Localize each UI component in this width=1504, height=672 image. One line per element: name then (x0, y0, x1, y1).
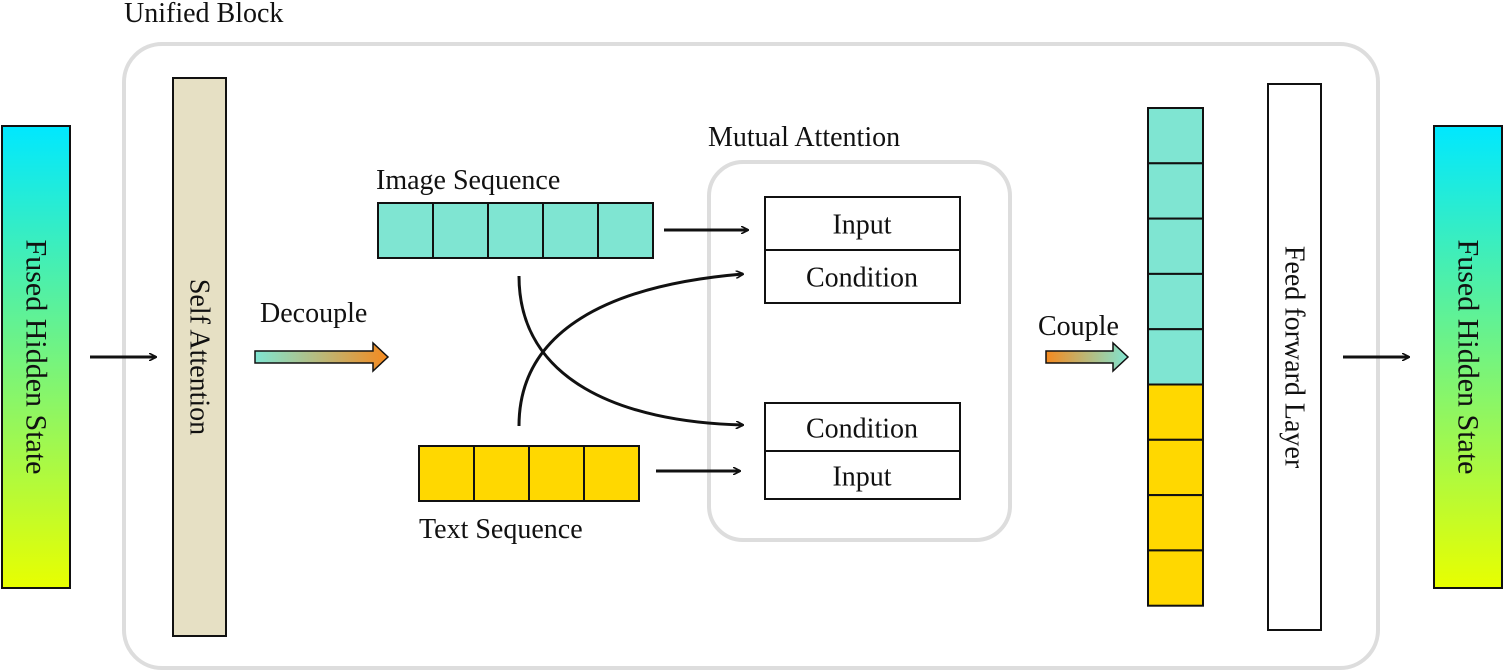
feed-forward-label: Feed forward Layer (1279, 246, 1310, 469)
top-condition-box (764, 249, 961, 304)
coupled-image-token (1147, 107, 1204, 165)
mutual-attention-frame (707, 160, 1012, 542)
coupled-image-token (1147, 328, 1204, 386)
input-fused-hidden-state (1, 125, 71, 589)
coupled-text-token (1147, 549, 1204, 607)
output-fused-hidden-state-label: Fused Hidden State (1452, 240, 1485, 475)
coupled-image-token (1147, 162, 1204, 220)
couple-arrow (1045, 341, 1130, 373)
self-attention-label: Self Attention (184, 279, 215, 435)
image-token (597, 202, 654, 259)
image-token (487, 202, 544, 259)
top-condition-label: Condition (806, 263, 918, 294)
image-sequence (377, 202, 654, 259)
image-sequence-label: Image Sequence (376, 165, 560, 196)
feed-forward-layer (1267, 83, 1322, 631)
couple-label: Couple (1038, 311, 1119, 342)
top-input-label: Input (832, 210, 891, 241)
bottom-input-box (764, 450, 961, 500)
text-token (583, 445, 640, 502)
unified-block-title: Unified Block (124, 0, 283, 29)
bottom-condition-label: Condition (806, 414, 918, 445)
text-sequence (418, 445, 640, 502)
image-token (542, 202, 599, 259)
coupled-text-token (1147, 494, 1204, 552)
decouple-label: Decouple (260, 298, 367, 329)
decouple-arrow (254, 341, 390, 373)
text-token (418, 445, 475, 502)
text-token (473, 445, 530, 502)
coupled-image-token (1147, 272, 1204, 331)
coupled-image-token (1147, 217, 1204, 275)
input-fused-hidden-state-label: Fused Hidden State (20, 240, 53, 475)
text-sequence-label: Text Sequence (419, 514, 583, 545)
output-fused-hidden-state (1433, 125, 1503, 589)
coupled-sequence (1147, 107, 1204, 607)
self-attention-layer (172, 77, 227, 637)
text-to-condition-curve (517, 274, 743, 427)
image-token (432, 202, 489, 259)
mutual-attention-title: Mutual Attention (708, 122, 900, 153)
image-token (377, 202, 434, 259)
image-to-condition-curve (517, 275, 743, 425)
coupled-text-token (1147, 438, 1204, 497)
coupled-text-token (1147, 383, 1204, 441)
bottom-condition-box (764, 402, 961, 452)
text-token (528, 445, 585, 502)
bottom-input-label: Input (832, 462, 891, 493)
